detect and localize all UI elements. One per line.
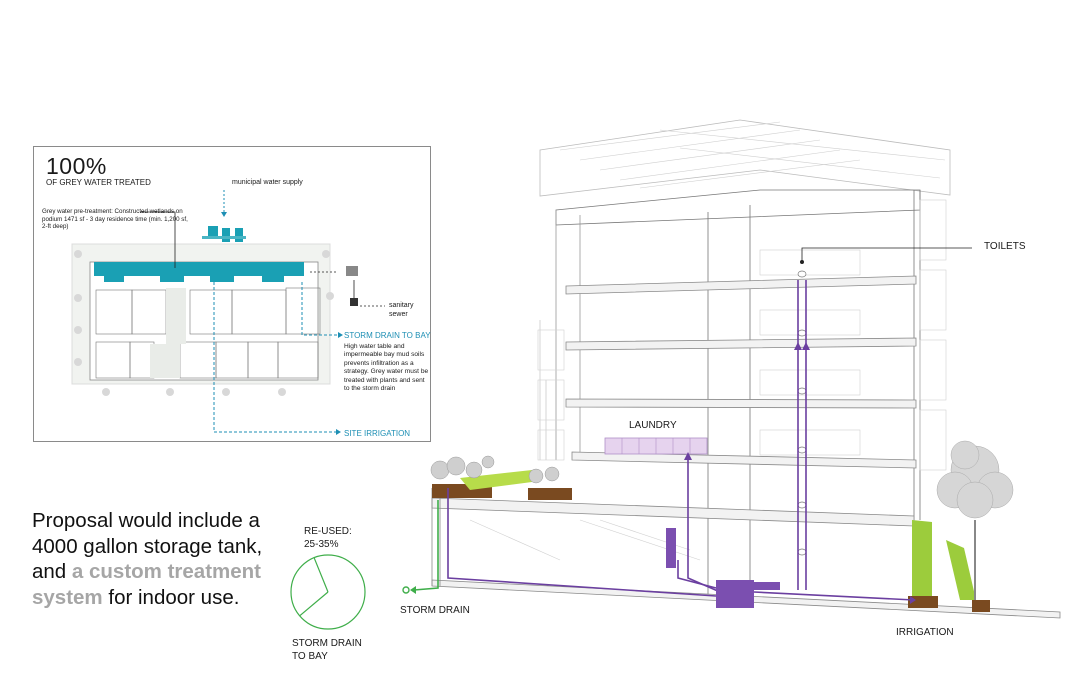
municipal-label: municipal water supply [232,179,303,186]
toilets-label: TOILETS [984,241,1026,252]
reused-label: RE-USED: 25-35% [304,525,352,551]
pie-divider-top [299,591,329,617]
bioswale-left [912,520,932,600]
reused-label-title: RE-USED: [304,526,352,537]
pie-storm-drain-label: STORM DRAIN TO BAY [292,638,362,662]
wetland-podium [94,262,304,276]
laundry-label: LAUNDRY [629,420,677,431]
storm-drain-pipe [413,500,439,591]
storm-drain-outlet [402,586,410,594]
floor-slabs [431,275,1061,619]
sanitary-sewer-label: sanitary sewer [389,302,414,318]
pie-outline [290,554,366,630]
pie-divider-reused [313,557,329,593]
proposal-text-suffix: for indoor use. [102,585,240,609]
reuse-pie-chart [290,554,366,630]
bioswale-right [946,540,976,600]
podium-planting [460,470,532,490]
pretreat-callout [140,211,176,268]
percent-caption: OF GREY WATER TREATED [46,178,151,187]
site-irrigation-label: SITE IRRIGATION [344,429,411,438]
proposal-highlight: a custom treatment system [32,560,262,609]
street-tree [936,440,1014,600]
percent-heading: 100% [46,153,107,179]
storm-drain-label: STORM DRAIN [400,605,470,616]
inset-tanks [202,226,246,242]
plan-trees [74,250,334,396]
treatment-unit [666,528,676,568]
greywater-pipes [447,280,915,601]
pretreatment-note: Grey water pre-treatment: Constructed we… [42,208,188,231]
reused-label-value: 25-35% [304,539,339,550]
storage-tank [716,580,754,608]
podium-shrubs [430,455,560,484]
planter-box [528,488,572,500]
irrigation-label: IRRIGATION [896,627,954,638]
storm-drain-to-bay-label: STORM DRAIN TO BAY [344,331,431,340]
high-water-note: High water table and impermeable bay mud… [344,343,429,393]
proposal-text: Proposal would include a 4000 gallon sto… [32,508,282,610]
proposal-text-prefix: Proposal would include a 4000 gallon sto… [32,509,263,583]
